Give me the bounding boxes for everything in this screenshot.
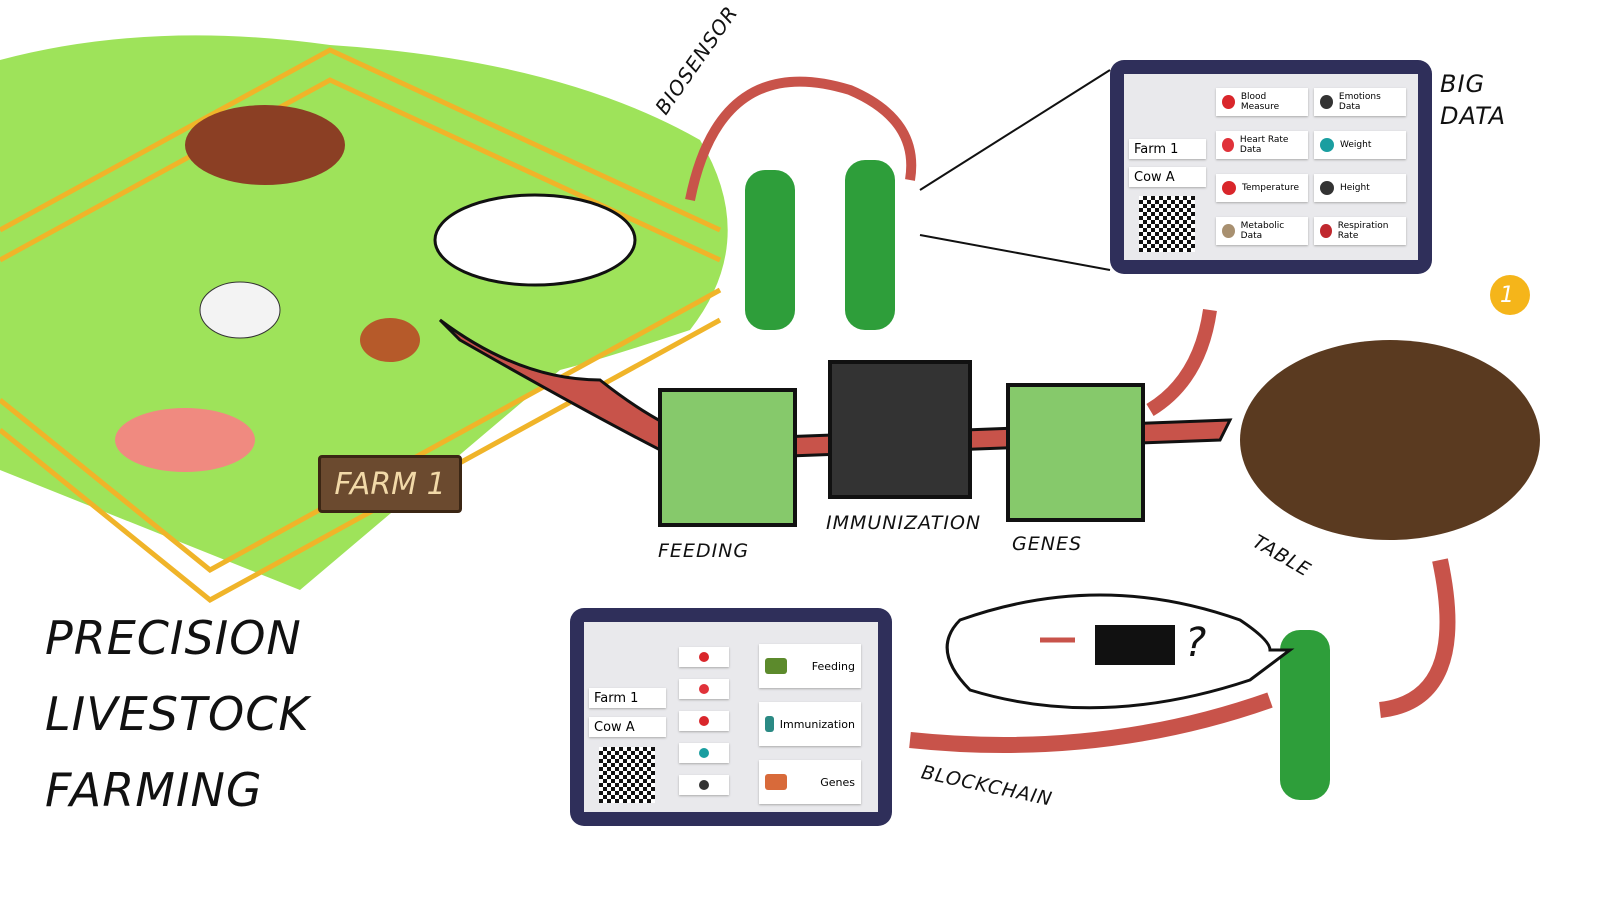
- scale-icon: [1320, 138, 1334, 152]
- mini-data-card[interactable]: [679, 647, 729, 667]
- consumer: [1280, 630, 1330, 800]
- card-label: Genes: [820, 775, 855, 789]
- medal-icon: [1490, 275, 1530, 315]
- card-label: Blood Measure: [1240, 92, 1280, 112]
- big-data-label: BIG DATA: [1440, 68, 1506, 132]
- tablet-screen: Farm 1 Cow A Blood Measure Emotions Data…: [1124, 74, 1418, 260]
- farm-field[interactable]: Farm 1: [1129, 139, 1206, 159]
- cycle-icon: [1222, 224, 1235, 238]
- blockchain-tablet: Farm 1 Cow A Feeding Immunization Genes: [570, 608, 892, 826]
- card-label: Respiration Rate: [1337, 221, 1389, 241]
- blockchain-arrow: [909, 692, 1273, 753]
- title-line: PRECISION: [45, 611, 302, 665]
- biosensor-arrow: [685, 76, 917, 201]
- thermometer-icon: [1222, 181, 1236, 195]
- cow-field[interactable]: Cow A: [589, 717, 666, 737]
- vet: [845, 160, 895, 330]
- card-label: Metabolic Data: [1240, 221, 1285, 241]
- smiley-icon: [1320, 95, 1333, 109]
- sheep: [199, 281, 281, 339]
- table-plate: [1240, 340, 1540, 540]
- mini-data-card[interactable]: [679, 743, 729, 763]
- grass-icon: [765, 658, 787, 674]
- question-mark: ?: [1185, 620, 1208, 666]
- label-line: BIG: [1440, 70, 1486, 98]
- heart-icon: [699, 684, 709, 694]
- farm-sign: FARM 1: [318, 455, 462, 513]
- scale-icon: [699, 748, 709, 758]
- mini-data-card[interactable]: [679, 775, 729, 795]
- card-label: Weight: [1340, 140, 1372, 150]
- horse: [185, 105, 345, 185]
- data-card[interactable]: Blood Measure: [1216, 88, 1308, 116]
- data-card[interactable]: Temperature: [1216, 174, 1308, 202]
- cow-field[interactable]: Cow A: [1129, 167, 1206, 187]
- data-card[interactable]: Respiration Rate: [1314, 217, 1406, 245]
- data-card[interactable]: Metabolic Data: [1216, 217, 1308, 245]
- mini-data-card[interactable]: [679, 679, 729, 699]
- blood-drop-icon: [1222, 95, 1235, 109]
- cow-silhouette: [1095, 625, 1175, 665]
- data-card[interactable]: Weight: [1314, 131, 1406, 159]
- thermometer-icon: [699, 716, 709, 726]
- card-label: Feeding: [811, 659, 855, 673]
- card-label: Temperature: [1242, 183, 1300, 193]
- data-card[interactable]: Heart Rate Data: [1216, 131, 1308, 159]
- syringe-icon: [765, 716, 774, 732]
- medal-number: 1: [1500, 283, 1515, 308]
- big-data-tablet: Farm 1 Cow A Blood Measure Emotions Data…: [1110, 60, 1432, 274]
- record-card[interactable]: Feeding: [759, 644, 861, 688]
- farm-field[interactable]: Farm 1: [589, 688, 666, 708]
- cow: [433, 193, 637, 287]
- immunization-label: IMMUNIZATION: [826, 512, 982, 534]
- genes-panel: [1006, 383, 1145, 522]
- immunization-panel: [828, 360, 972, 499]
- title-line: FARMING: [45, 763, 263, 817]
- record-card[interactable]: Immunization: [759, 702, 861, 746]
- table-arrow: [1378, 558, 1456, 718]
- title-line: LIVESTOCK: [45, 687, 310, 741]
- up-arrow: [1146, 308, 1217, 417]
- heart-icon: [1222, 138, 1234, 152]
- data-card[interactable]: Emotions Data: [1314, 88, 1406, 116]
- qr-code: [1139, 196, 1195, 252]
- data-card[interactable]: Height: [1314, 174, 1406, 202]
- card-label: Heart Rate Data: [1239, 135, 1289, 155]
- qr-code: [599, 747, 655, 803]
- dna-icon: [765, 774, 787, 790]
- pig: [115, 408, 255, 472]
- ruler-icon: [699, 780, 709, 790]
- farmer: [745, 170, 795, 330]
- mini-data-card[interactable]: [679, 711, 729, 731]
- record-card[interactable]: Genes: [759, 760, 861, 804]
- card-label: Emotions Data: [1338, 92, 1381, 112]
- main-title: PRECISION LIVESTOCK FARMING: [45, 600, 310, 828]
- ruler-icon: [1320, 181, 1334, 195]
- blood-drop-icon: [699, 652, 709, 662]
- label-line: DATA: [1440, 102, 1507, 130]
- lungs-icon: [1320, 224, 1332, 238]
- genes-label: GENES: [1012, 533, 1083, 555]
- feeding-label: FEEDING: [658, 540, 750, 562]
- tablet-screen: Farm 1 Cow A Feeding Immunization Genes: [584, 622, 878, 812]
- hen: [360, 318, 420, 362]
- card-label: Immunization: [779, 717, 855, 731]
- feeding-panel: [658, 388, 797, 527]
- card-label: Height: [1340, 183, 1370, 193]
